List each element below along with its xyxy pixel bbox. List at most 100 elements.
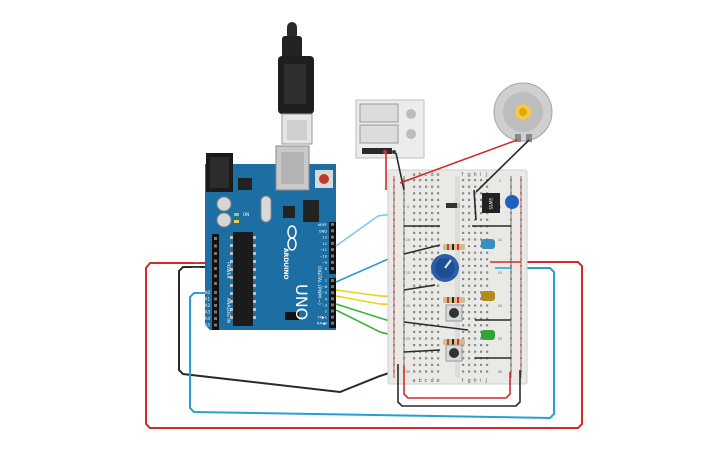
breadboard-hole[interactable] [474,324,477,327]
breadboard-hole[interactable] [419,284,422,287]
breadboard-hole[interactable] [462,324,465,327]
breadboard-hole[interactable] [425,238,428,241]
breadboard-hole[interactable] [474,284,477,287]
breadboard-hole[interactable] [419,205,422,208]
rail-hole[interactable] [520,304,522,307]
breadboard-hole[interactable] [486,231,489,234]
rail-hole[interactable] [403,284,405,287]
breadboard-hole[interactable] [437,238,440,241]
breadboard-hole[interactable] [480,297,483,300]
breadboard-hole[interactable] [468,304,471,307]
breadboard-hole[interactable] [462,370,465,373]
rail-hole[interactable] [393,231,395,234]
breadboard-hole[interactable] [437,291,440,294]
breadboard-hole[interactable] [437,198,440,201]
breadboard-hole[interactable] [437,179,440,182]
capacitor[interactable] [505,195,519,209]
breadboard-hole[interactable] [462,238,465,241]
rail-hole[interactable] [403,218,405,221]
breadboard-hole[interactable] [425,317,428,320]
rail-hole[interactable] [520,344,522,346]
breadboard-hole[interactable] [486,212,489,215]
rail-hole[interactable] [393,179,395,181]
rail-hole[interactable] [510,264,512,267]
wire-black-motor[interactable] [475,139,530,193]
rail-hole[interactable] [403,264,405,267]
breadboard-hole[interactable] [425,198,428,201]
breadboard-hole[interactable] [468,264,471,267]
analog-pin[interactable] [214,297,217,301]
breadboard-hole[interactable] [419,185,422,188]
breadboard-hole[interactable] [462,185,465,188]
digital-pin[interactable] [331,291,334,295]
breadboard-hole[interactable] [431,278,434,281]
power-pin[interactable] [214,237,217,240]
digital-pin[interactable] [331,285,334,289]
rail-hole[interactable] [520,205,522,208]
breadboard-hole[interactable] [486,324,489,327]
breadboard-hole[interactable] [462,225,465,228]
breadboard-hole[interactable] [413,370,416,373]
breadboard-hole[interactable] [413,205,416,208]
breadboard-hole[interactable] [413,330,416,333]
breadboard-hole[interactable] [413,185,416,188]
rail-hole[interactable] [393,225,395,228]
breadboard-hole[interactable] [425,251,428,254]
rail-hole[interactable] [403,245,405,247]
digital-pin[interactable] [331,229,334,233]
breadboard-hole[interactable] [480,198,483,201]
power-pin[interactable] [214,267,217,270]
breadboard-hole[interactable] [468,311,471,314]
breadboard-hole[interactable] [462,350,465,353]
rail-hole[interactable] [520,317,522,320]
breadboard-hole[interactable] [468,179,471,182]
breadboard-hole[interactable] [431,212,434,215]
rail-hole[interactable] [403,238,405,241]
breadboard-hole[interactable] [474,278,477,281]
breadboard-hole[interactable] [486,251,489,254]
rail-hole[interactable] [520,284,522,287]
breadboard-hole[interactable] [480,284,483,287]
breadboard-hole[interactable] [468,370,471,373]
breadboard-hole[interactable] [486,344,489,347]
breadboard-hole[interactable] [431,317,434,320]
rail-hole[interactable] [520,231,522,234]
breadboard-hole[interactable] [437,363,440,366]
breadboard-hole[interactable] [437,231,440,234]
usb-cable[interactable] [278,22,314,145]
breadboard-hole[interactable] [437,185,440,188]
breadboard-hole[interactable] [425,311,428,314]
digital-pin[interactable] [331,260,334,264]
breadboard-hole[interactable] [419,337,422,340]
breadboard-hole[interactable] [462,192,465,195]
rail-hole[interactable] [520,370,522,373]
breadboard-hole[interactable] [437,304,440,307]
breadboard-hole[interactable] [468,258,471,261]
display-module[interactable] [355,99,425,159]
digital-pin[interactable] [331,241,334,245]
rail-hole[interactable] [510,218,512,221]
breadboard-hole[interactable] [419,258,422,261]
breadboard-hole[interactable] [431,205,434,208]
breadboard-hole[interactable] [413,363,416,366]
rail-hole[interactable] [393,291,395,294]
rail-hole[interactable] [510,317,512,320]
breadboard-hole[interactable] [474,344,477,347]
breadboard-hole[interactable] [425,337,428,340]
breadboard-hole[interactable] [419,271,422,274]
breadboard-hole[interactable] [419,231,422,234]
breadboard-hole[interactable] [468,344,471,347]
breadboard-hole[interactable] [474,271,477,274]
breadboard-hole[interactable] [468,271,471,274]
breadboard-hole[interactable] [486,311,489,314]
breadboard-hole[interactable] [413,212,416,215]
breadboard-hole[interactable] [474,291,477,294]
diode[interactable] [446,203,460,208]
rail-hole[interactable] [393,363,395,366]
breadboard-hole[interactable] [419,324,422,327]
breadboard-hole[interactable] [474,350,477,353]
rail-hole[interactable] [393,192,395,195]
breadboard-hole[interactable] [480,179,483,182]
breadboard-hole[interactable] [480,264,483,267]
breadboard-hole[interactable] [419,304,422,307]
